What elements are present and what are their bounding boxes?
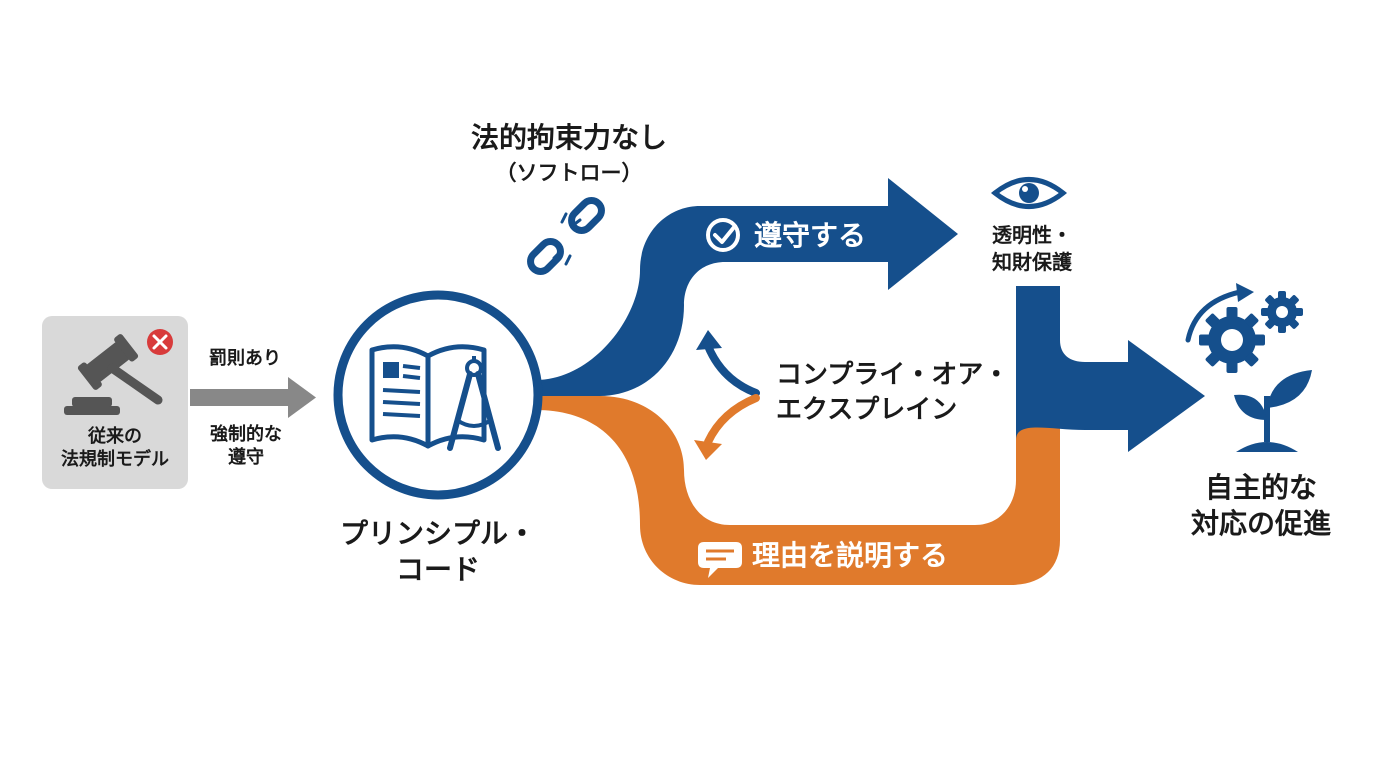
penalty-label: 罰則あり	[209, 348, 281, 369]
legacy-model-label-line1: 従来の	[88, 426, 142, 447]
comply-branch-label: 遵守する	[754, 219, 867, 252]
outcome-label: 自主的な 対応の促進	[1168, 470, 1354, 543]
comply-or-explain-line1: コンプライ・オア・	[776, 360, 1010, 390]
principle-code-label: プリンシプル・ コード	[318, 516, 558, 589]
principle-code-line1: プリンシプル・	[339, 517, 536, 550]
soft-law-title: 法的拘束力なし	[470, 121, 667, 154]
gears-plant-icon	[1185, 283, 1312, 452]
gavel-icon	[64, 334, 163, 415]
explain-branch-label: 理由を説明する	[752, 539, 949, 572]
comply-or-explain-line2: エクスプレイン	[776, 395, 958, 426]
broken-link-icon	[527, 197, 605, 275]
split-arrows-icon	[694, 330, 760, 460]
outcome-line2: 対応の促進	[1190, 507, 1331, 541]
soft-law-subtitle: （ソフトロー）	[495, 161, 643, 185]
speech-bubble-icon	[698, 542, 742, 578]
legacy-arrow	[190, 377, 316, 418]
break-sparks	[552, 212, 582, 266]
transparency-line2: 知財保護	[992, 250, 1072, 274]
book-compass-icon	[333, 290, 543, 500]
check-circle-icon	[706, 218, 740, 252]
comply-flow-band	[536, 178, 958, 396]
forced-compliance-line2: 遵守	[228, 446, 264, 468]
forced-compliance-label: 強制的な 遵守	[196, 424, 296, 469]
close-circle-icon	[147, 329, 173, 355]
forced-compliance-line1: 強制的な	[210, 424, 282, 445]
eye-icon	[990, 177, 1068, 209]
transparency-label: 透明性・ 知財保護	[970, 222, 1094, 276]
transparency-line1: 透明性・	[992, 223, 1072, 247]
principle-code-line2: コード	[395, 553, 480, 587]
merge-flow-arrow	[1016, 286, 1205, 452]
legacy-model-label: 従来の 法規制モデル	[42, 426, 188, 471]
outcome-line1: 自主的な	[1204, 471, 1317, 504]
legacy-model-label-line2: 法規制モデル	[61, 448, 169, 470]
explain-flow-band	[536, 396, 1060, 585]
comply-or-explain-label: コンプライ・オア・ エクスプレイン	[776, 358, 1009, 428]
